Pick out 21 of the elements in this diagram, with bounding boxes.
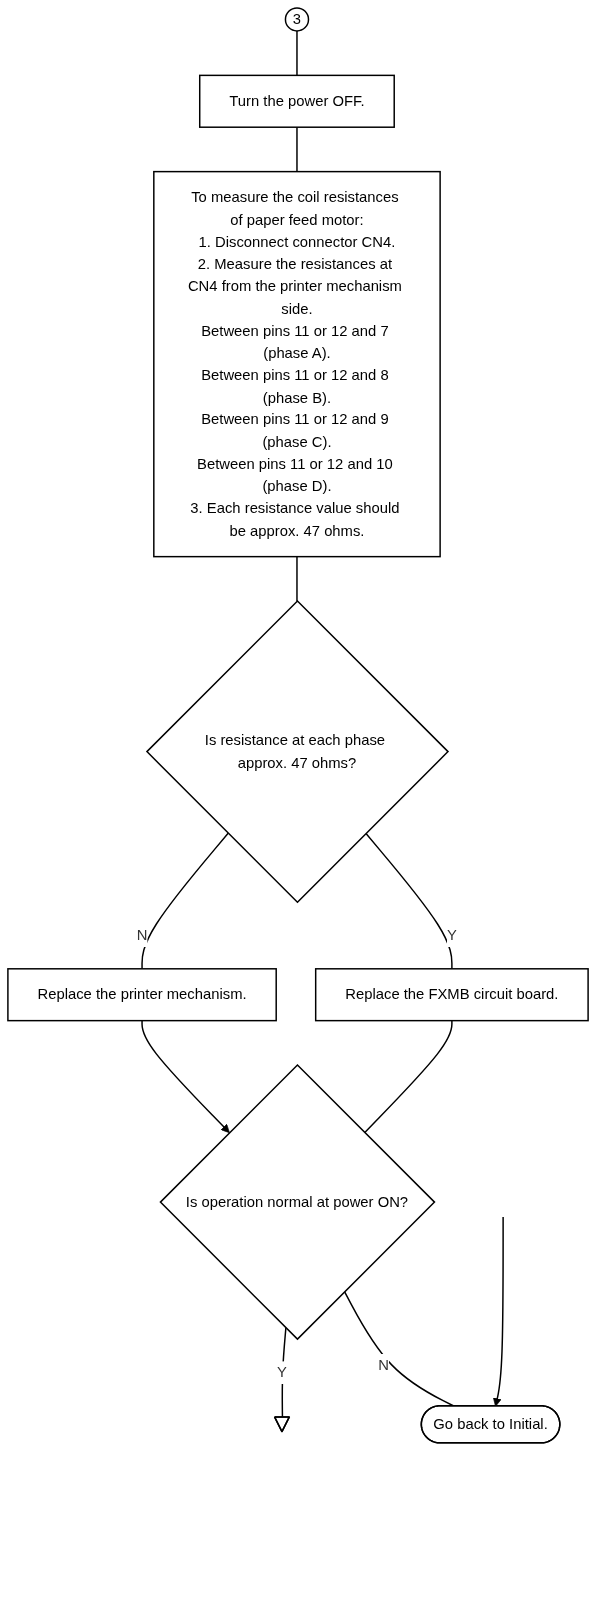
connector bbox=[281, 1327, 287, 1419]
connector bbox=[141, 832, 229, 970]
node-box: Turn the power OFF. bbox=[199, 74, 395, 128]
connector bbox=[296, 555, 298, 602]
node-diamond: Is operation normal at power ON? bbox=[159, 1064, 436, 1341]
connector bbox=[365, 832, 453, 970]
connector bbox=[363, 1019, 453, 1134]
edge-label: N bbox=[136, 926, 148, 944]
node-box: Replace the printer mechanism. bbox=[7, 968, 277, 1022]
edge-label: Y bbox=[277, 1363, 287, 1381]
node-box: To measure the coil resistances of paper feed motor: 1. Disconnect connector CN4. 2. Measure the resistances at CN4 from the printer mechanism side. Between pins 11 or 12 and 7 (phase A). Between pins 11 or 12 and 8 (phase B). Between pins 11 or 12 and 9 (phase C). Between pins 11 or 12 and 10 (phase D). 3. Each resistance value should be approx. 47 ohms. bbox=[153, 170, 441, 558]
edge-label: Y bbox=[446, 926, 457, 944]
connector bbox=[296, 126, 298, 173]
connector bbox=[296, 30, 298, 77]
node-circle: 3 bbox=[284, 7, 310, 32]
connector bbox=[343, 1290, 455, 1407]
edge-label: N bbox=[378, 1355, 389, 1373]
node-diamond: Is resistance at each phase approx. 47 ohms? bbox=[145, 600, 450, 904]
node-box: Replace the FXMB circuit board. bbox=[314, 968, 589, 1022]
arrow bbox=[493, 1216, 504, 1407]
arrow bbox=[141, 1019, 230, 1134]
